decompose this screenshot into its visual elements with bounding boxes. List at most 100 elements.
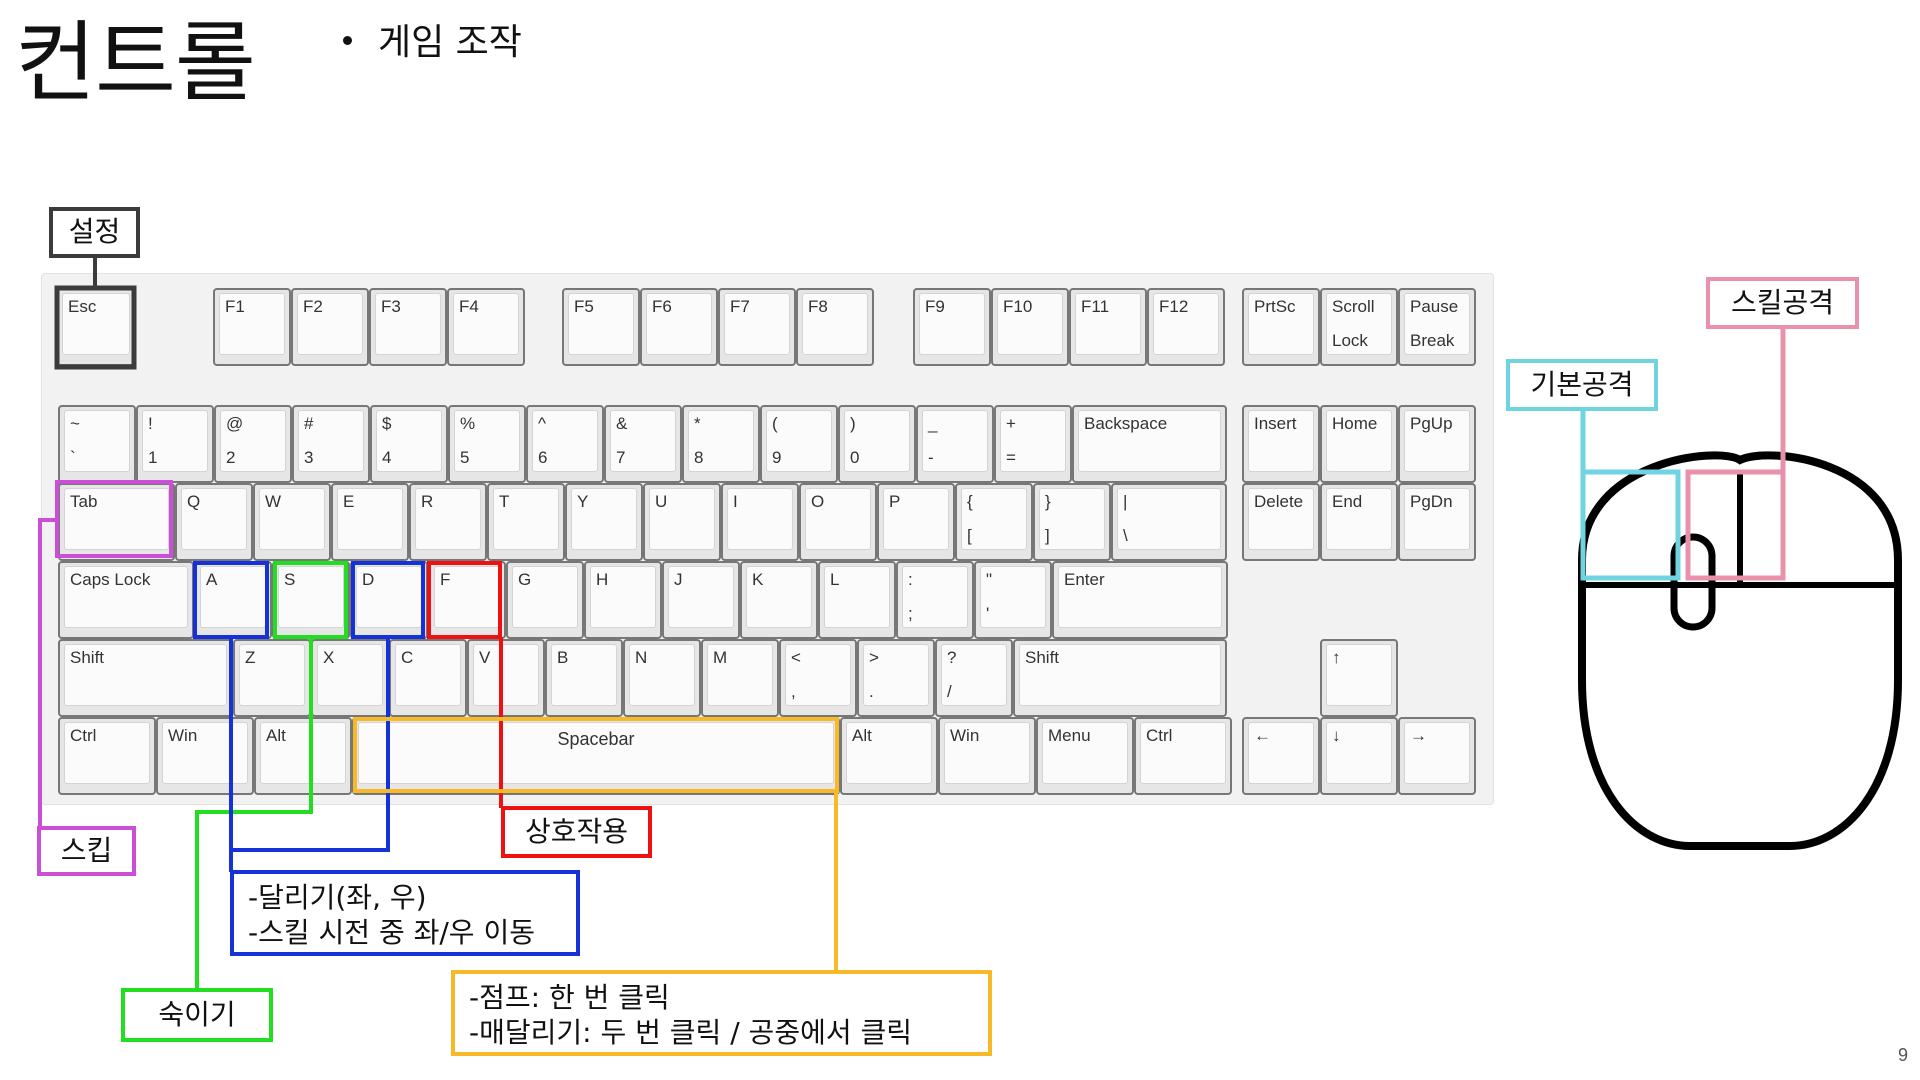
key-sym[interactable]: ~` (58, 405, 136, 483)
key-ctrl[interactable]: Ctrl (58, 717, 156, 795)
keycap (944, 722, 1030, 784)
key-spacebar[interactable]: Spacebar (352, 717, 840, 795)
key-g[interactable]: G (506, 561, 584, 639)
key-f1[interactable]: F1 (213, 288, 291, 366)
key-e[interactable]: E (331, 483, 409, 561)
key-ctrl[interactable]: Ctrl (1134, 717, 1232, 795)
key-i[interactable]: I (721, 483, 799, 561)
keycap (1326, 644, 1392, 706)
keycap (883, 488, 949, 550)
key-sym[interactable]: #3 (292, 405, 370, 483)
keycap (922, 410, 988, 472)
key-sym[interactable]: $4 (370, 405, 448, 483)
key-sym[interactable]: (9 (760, 405, 838, 483)
key-menu[interactable]: Menu (1036, 717, 1134, 795)
key-pgup[interactable]: PgUp (1398, 405, 1476, 483)
key-label: Menu (1048, 726, 1091, 745)
key-u[interactable]: U (643, 483, 721, 561)
key-sym[interactable]: ?/ (935, 639, 1013, 717)
key-delete[interactable]: Delete (1242, 483, 1320, 561)
keycap (1039, 488, 1105, 550)
key-h[interactable]: H (584, 561, 662, 639)
key-shift[interactable]: Shift (58, 639, 233, 717)
key-sym[interactable]: )0 (838, 405, 916, 483)
key-shift[interactable]: Shift (1013, 639, 1227, 717)
key-v[interactable]: V (467, 639, 545, 717)
key-x[interactable]: X (311, 639, 389, 717)
key-backspace[interactable]: Backspace (1072, 405, 1227, 483)
key-tab[interactable]: Tab (58, 483, 175, 561)
key-sym[interactable]: >. (857, 639, 935, 717)
key-end[interactable]: End (1320, 483, 1398, 561)
key-f11[interactable]: F11 (1069, 288, 1147, 366)
key-o[interactable]: O (799, 483, 877, 561)
key-quote[interactable]: "' (974, 561, 1052, 639)
key-sym[interactable]: <, (779, 639, 857, 717)
key-c[interactable]: C (389, 639, 467, 717)
key-sym[interactable]: *8 (682, 405, 760, 483)
key-m[interactable]: M (701, 639, 779, 717)
key-sym[interactable]: @2 (214, 405, 292, 483)
key-q[interactable]: Q (175, 483, 253, 561)
key-prtsc[interactable]: PrtSc (1242, 288, 1320, 366)
tab-highlight (55, 480, 173, 558)
key-insert[interactable]: Insert (1242, 405, 1320, 483)
key-f10[interactable]: F10 (991, 288, 1069, 366)
key-sym[interactable]: ↑ (1320, 639, 1398, 717)
keycap (863, 644, 929, 706)
key-f7[interactable]: F7 (718, 288, 796, 366)
key-f3[interactable]: F3 (369, 288, 447, 366)
key-sym[interactable]: &7 (604, 405, 682, 483)
key-win[interactable]: Win (938, 717, 1036, 795)
key-l[interactable]: L (818, 561, 896, 639)
key-sym[interactable]: ← (1242, 717, 1320, 795)
key-alt[interactable]: Alt (840, 717, 938, 795)
key-f6[interactable]: F6 (640, 288, 718, 366)
key-sym[interactable]: ↓ (1320, 717, 1398, 795)
key-sym[interactable]: !1 (136, 405, 214, 483)
key-sym[interactable]: {[ (955, 483, 1033, 561)
key-a[interactable]: A (194, 561, 272, 639)
key-sym[interactable]: :; (896, 561, 974, 639)
key-sym[interactable]: }] (1033, 483, 1111, 561)
key-f8[interactable]: F8 (796, 288, 874, 366)
key-label: V (479, 648, 491, 667)
key-caps-lock[interactable]: Caps Lock (58, 561, 194, 639)
key-label: Caps Lock (70, 570, 151, 589)
key-f9[interactable]: F9 (913, 288, 991, 366)
key-t[interactable]: T (487, 483, 565, 561)
key-z[interactable]: Z (233, 639, 311, 717)
key-enter[interactable]: Enter (1052, 561, 1228, 639)
key-p[interactable]: P (877, 483, 955, 561)
key-win[interactable]: Win (156, 717, 254, 795)
key-f12[interactable]: F12 (1147, 288, 1225, 366)
key-b[interactable]: B (545, 639, 623, 717)
right-button-highlight (1685, 469, 1786, 581)
key-w[interactable]: W (253, 483, 331, 561)
key-f5[interactable]: F5 (562, 288, 640, 366)
key-pgdn[interactable]: PgDn (1398, 483, 1476, 561)
key-sym[interactable]: += (994, 405, 1072, 483)
key-label: ? (947, 648, 957, 667)
key-f2[interactable]: F2 (291, 288, 369, 366)
key-k[interactable]: K (740, 561, 818, 639)
key-n[interactable]: N (623, 639, 701, 717)
key-home[interactable]: Home (1320, 405, 1398, 483)
key-y[interactable]: Y (565, 483, 643, 561)
key-j[interactable]: J (662, 561, 740, 639)
key-sym[interactable]: → (1398, 717, 1476, 795)
key-sym[interactable]: _- (916, 405, 994, 483)
key-r[interactable]: R (409, 483, 487, 561)
key-sublabel: 0 (850, 448, 860, 467)
key-sym[interactable]: |\ (1111, 483, 1227, 561)
keycap (181, 488, 247, 550)
key-alt[interactable]: Alt (254, 717, 352, 795)
key-f4[interactable]: F4 (447, 288, 525, 366)
key-label: K (752, 570, 764, 589)
key-sym[interactable]: %5 (448, 405, 526, 483)
key-f[interactable]: F (428, 561, 506, 639)
keycap (278, 566, 344, 628)
key-sym[interactable]: ^6 (526, 405, 604, 483)
